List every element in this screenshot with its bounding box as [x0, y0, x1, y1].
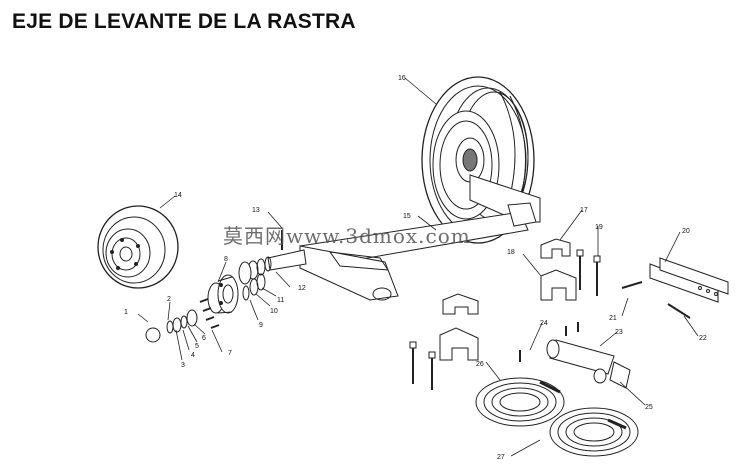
- callout-15: 15: [403, 213, 411, 220]
- leader-lines: [137, 77, 699, 457]
- clamps: [439, 238, 577, 361]
- spindle: [238, 249, 307, 285]
- callout-26: 26: [476, 361, 484, 368]
- callout-11: 11: [277, 297, 284, 304]
- diagram-title: EJE DE LEVANTE DE LA RASTRA: [12, 10, 356, 33]
- callout-1: 1: [124, 309, 128, 316]
- callout-18: 18: [507, 249, 515, 256]
- wheel-rim: [97, 205, 179, 289]
- hub-small-parts: [145, 230, 283, 343]
- hydraulic-cylinder: [519, 322, 631, 389]
- callout-3: 3: [181, 362, 185, 369]
- callout-23: 23: [615, 329, 623, 336]
- callout-5: 5: [195, 343, 199, 350]
- callout-13: 13: [252, 207, 260, 214]
- callout-9: 9: [259, 322, 263, 329]
- callout-4: 4: [191, 352, 195, 359]
- callout-24: 24: [540, 320, 548, 327]
- callout-10: 10: [270, 308, 278, 315]
- callout-27: 27: [497, 454, 505, 461]
- callout-20: 20: [682, 228, 690, 235]
- callout-25: 25: [645, 404, 653, 411]
- hydraulic-hoses: [475, 377, 639, 457]
- hub: [207, 274, 239, 314]
- callout-21: 21: [609, 315, 617, 322]
- callout-16: 16: [398, 75, 406, 82]
- watermark-text: 莫西网www.3dmox.com: [223, 224, 471, 248]
- bolts: [409, 249, 601, 390]
- callout-17: 17: [580, 207, 588, 214]
- callout-14: 14: [174, 192, 182, 199]
- callout-7: 7: [228, 350, 232, 357]
- callout-numbers: 1 2 3 4 5 6 7 8 9 10 11 12 13 14 15 16 1…: [124, 75, 707, 461]
- callout-6: 6: [202, 335, 206, 342]
- brackets: [621, 257, 729, 319]
- callout-12: 12: [298, 285, 306, 292]
- axle-frame: [299, 174, 541, 301]
- callout-2: 2: [167, 296, 171, 303]
- callout-8: 8: [224, 256, 228, 263]
- callout-19: 19: [595, 224, 603, 231]
- callout-22: 22: [699, 335, 707, 342]
